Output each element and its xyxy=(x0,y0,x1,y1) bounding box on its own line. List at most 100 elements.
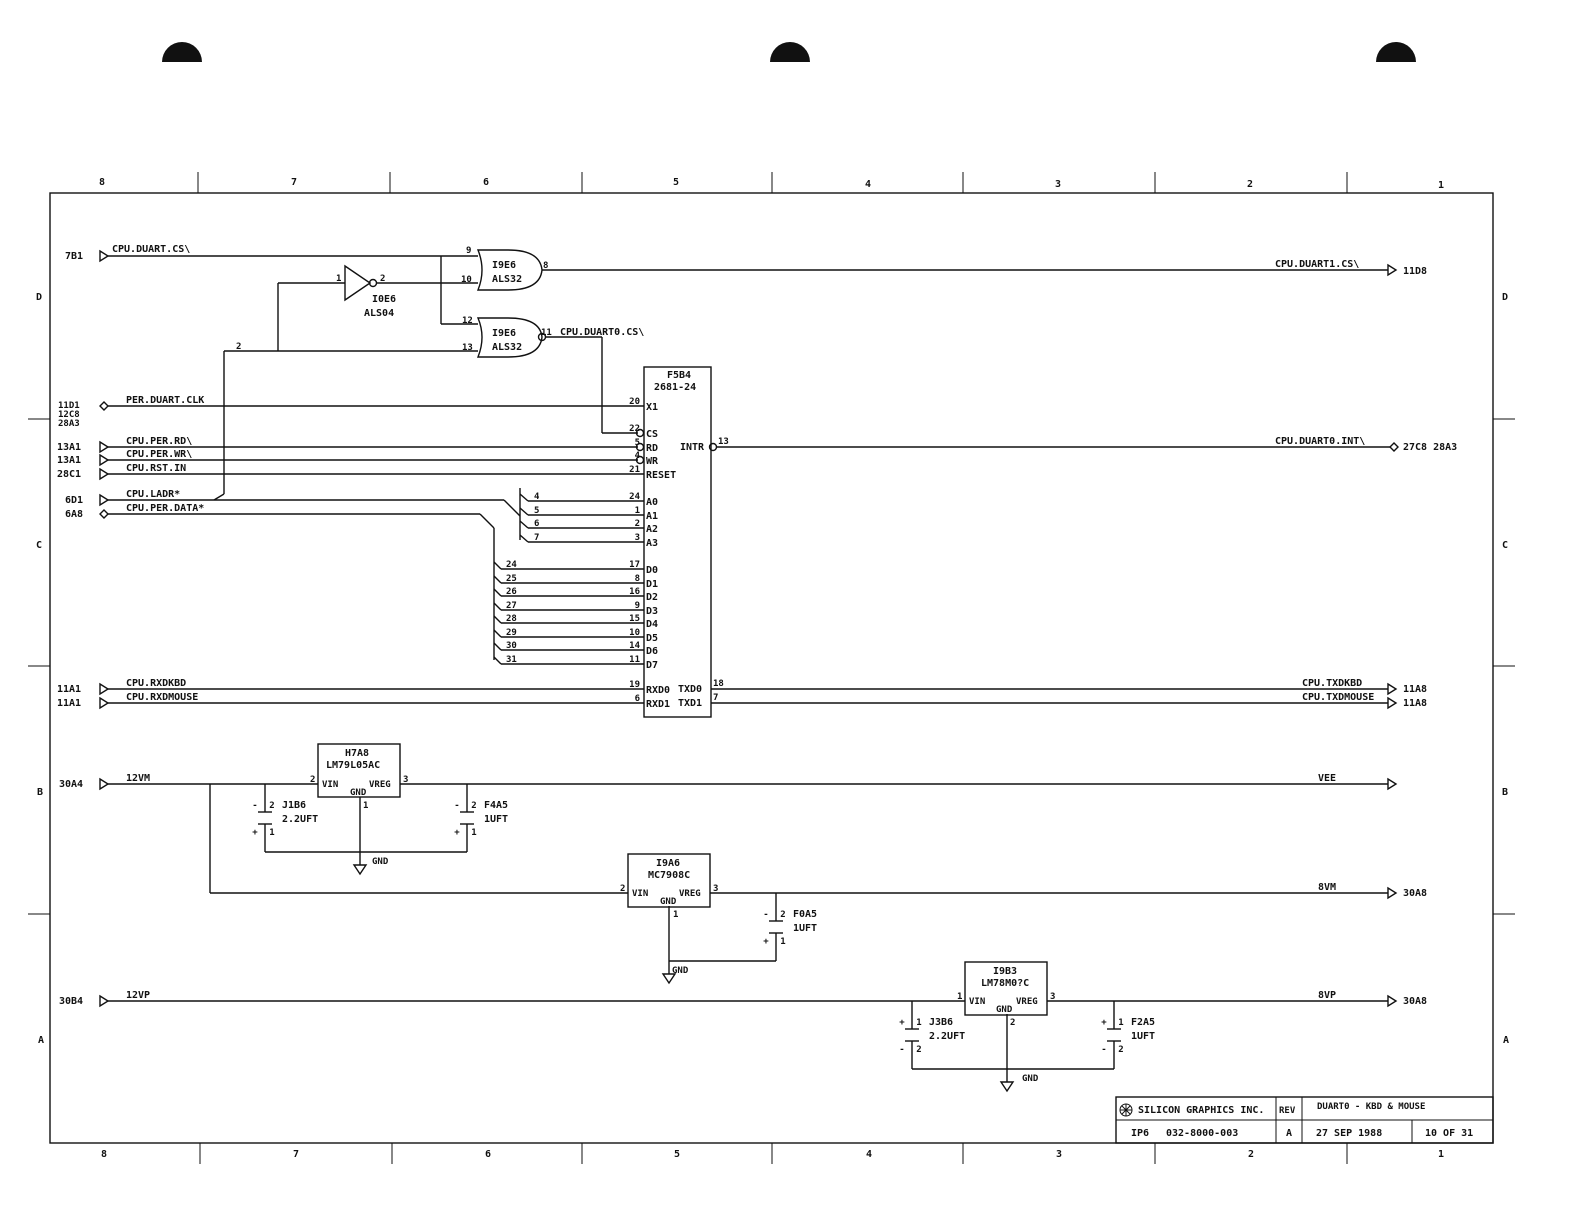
regulator-h7a8-body xyxy=(317,743,401,798)
regulator-1-labels: H7A8 LM79L05AC VIN VREG GND 2 3 1 xyxy=(310,748,408,811)
reg1-vreg: VREG xyxy=(369,780,391,790)
ground-symbols xyxy=(352,864,1015,1093)
data-bit-label: 25 xyxy=(506,574,517,584)
reg2-pin-out: 3 xyxy=(713,884,718,894)
duart-pin-name-a1: A1 xyxy=(646,511,658,522)
data-bit-label: 29 xyxy=(506,628,517,638)
ref-6d1: 6D1 xyxy=(65,495,83,506)
ref-27c8-28a3: 27C8 28A3 xyxy=(1403,442,1457,453)
data-bit-label: 31 xyxy=(506,655,517,665)
duart-pin-number-a2: 2 xyxy=(635,519,640,529)
zone-top-5: 5 xyxy=(673,177,679,188)
signal-labels: CPU.DUART.CS\ CPU.DUART1.CS\ CPU.DUART0.… xyxy=(112,244,1374,1001)
wires xyxy=(108,255,1390,1082)
capacitor-polarity-mark: - xyxy=(899,1045,904,1055)
duart-txd1-name: TXD1 xyxy=(678,698,702,709)
zone-top-6: 6 xyxy=(483,177,489,188)
row-left-c: C xyxy=(36,540,42,551)
reg3-vin: VIN xyxy=(969,997,985,1007)
reg1-pin-in: 2 xyxy=(310,775,315,785)
duart-pin-number-rd: 5 xyxy=(635,438,640,448)
zone-bottom-7: 7 xyxy=(293,1149,299,1160)
data-bit-label: 28 xyxy=(506,614,517,624)
inverter-type: ALS04 xyxy=(364,308,394,319)
or1-pin-out: 8 xyxy=(543,261,548,271)
or-gate-1 xyxy=(476,249,543,291)
capacitor-symbols xyxy=(258,811,1121,1042)
regulator-i9b3-body xyxy=(964,961,1048,1016)
duart-pin-number-d3: 9 xyxy=(635,601,640,611)
reg1-gnd: GND xyxy=(350,788,367,798)
duart-pin-number-wr: 4 xyxy=(635,451,641,461)
ref-11d8: 11D8 xyxy=(1403,266,1427,277)
connector-30b4 xyxy=(99,994,110,1008)
or2-ref: I9E6 xyxy=(492,328,516,339)
zone-labels-top: 8 7 6 5 4 3 2 1 xyxy=(99,177,1444,191)
company-logo-icon xyxy=(1119,1103,1133,1117)
title-date: 27 SEP 1988 xyxy=(1316,1128,1382,1139)
reg3-part: LM78M0?C xyxy=(981,978,1029,989)
capacitor-polarity-mark: 1 xyxy=(780,937,785,947)
inverter-ref: I0E6 xyxy=(372,294,396,305)
address-bit-label: 5 xyxy=(534,506,539,516)
connector-30a8-8vm xyxy=(1387,886,1398,900)
or-gate-2 xyxy=(476,317,547,358)
capacitor-polarity-mark: + xyxy=(454,828,460,838)
signal-cpu-per-rd: CPU.PER.RD\ xyxy=(126,436,192,447)
zone-bottom-5: 5 xyxy=(674,1149,680,1160)
row-left-d: D xyxy=(36,292,42,303)
duart-pin-name-d5: D5 xyxy=(646,633,658,644)
left-references: 7B1 11D1 12C8 28A3 13A1 13A1 28C1 6D1 6A… xyxy=(57,251,83,1007)
zone-bottom-4: 4 xyxy=(866,1149,872,1160)
ref-11a1-kbd: 11A1 xyxy=(57,684,81,695)
cap5-ref: F2A5 xyxy=(1131,1017,1155,1028)
address-bit-label: 4 xyxy=(534,492,540,502)
ref-13a1-rd: 13A1 xyxy=(57,442,81,453)
regulator-i9a6-body xyxy=(627,853,711,908)
capacitor-polarity-mark: + xyxy=(763,937,769,947)
duart-pin-number-a0: 24 xyxy=(629,492,640,502)
reg3-pin-out: 3 xyxy=(1050,992,1055,1002)
duart-pin-number-rxd1: 6 xyxy=(635,694,640,704)
signal-8vp: 8VP xyxy=(1318,990,1336,1001)
cap3-value: 1UFT xyxy=(793,923,817,934)
row-right-d: D xyxy=(1502,292,1508,303)
duart-pin-number-a3: 3 xyxy=(635,533,640,543)
connector-13a1-rd xyxy=(99,440,110,454)
ref-11a1-mouse: 11A1 xyxy=(57,698,81,709)
duart-pin-name-reset: RESET xyxy=(646,470,676,481)
gate-labels: 9 10 8 I9E6 ALS32 12 13 11 I9E6 ALS32 1 … xyxy=(236,246,552,353)
duart-pin-number-d0: 17 xyxy=(629,560,640,570)
duart-intr-num: 13 xyxy=(718,437,729,447)
title-project: IP6 xyxy=(1131,1128,1149,1139)
capacitor-polarity-mark: 1 xyxy=(916,1018,921,1028)
ground-label-3: GND xyxy=(1022,1074,1039,1084)
duart-pin-name-d7: D7 xyxy=(646,660,658,671)
or1-pin-b: 10 xyxy=(461,275,472,285)
duart-left-pins: X120CS22RD5WR4RESET21A024A11A22A33D017D1… xyxy=(629,397,676,710)
connector-30a8-8vp xyxy=(1387,994,1398,1008)
signal-cpu-rxdkbd: CPU.RXDKBD xyxy=(126,678,186,689)
capacitor-polarity-mark: + xyxy=(899,1018,905,1028)
cap4-value: 2.2UFT xyxy=(929,1031,965,1042)
ref-30a8-8vm: 30A8 xyxy=(1403,888,1427,899)
signal-cpu-duart0-cs: CPU.DUART0.CS\ xyxy=(560,327,644,338)
duart-pin-name-cs: CS xyxy=(646,429,658,440)
row-left-a: A xyxy=(38,1035,44,1046)
duart-pin-name-rd: RD xyxy=(646,443,658,454)
address-bit-label: 7 xyxy=(534,533,539,543)
regulator-3-labels: I9B3 LM78M0?C VIN VREG GND 1 3 2 xyxy=(957,966,1055,1028)
signal-cpu-txdmouse: CPU.TXDMOUSE xyxy=(1302,692,1374,703)
reg1-part: LM79L05AC xyxy=(326,760,380,771)
ref-30b4: 30B4 xyxy=(59,996,83,1007)
cap1-ref: J1B6 xyxy=(282,800,306,811)
connector-11d8 xyxy=(1387,263,1398,277)
duart-txd1-num: 7 xyxy=(713,693,718,703)
capacitor-polarity-mark: 2 xyxy=(269,801,274,811)
zone-bottom-8: 8 xyxy=(101,1149,107,1160)
signal-cpu-duart-cs: CPU.DUART.CS\ xyxy=(112,244,190,255)
capacitor-polarity-mark: 1 xyxy=(269,828,274,838)
reg2-ref: I9A6 xyxy=(656,858,680,869)
duart-intr-name: INTR xyxy=(680,442,705,453)
